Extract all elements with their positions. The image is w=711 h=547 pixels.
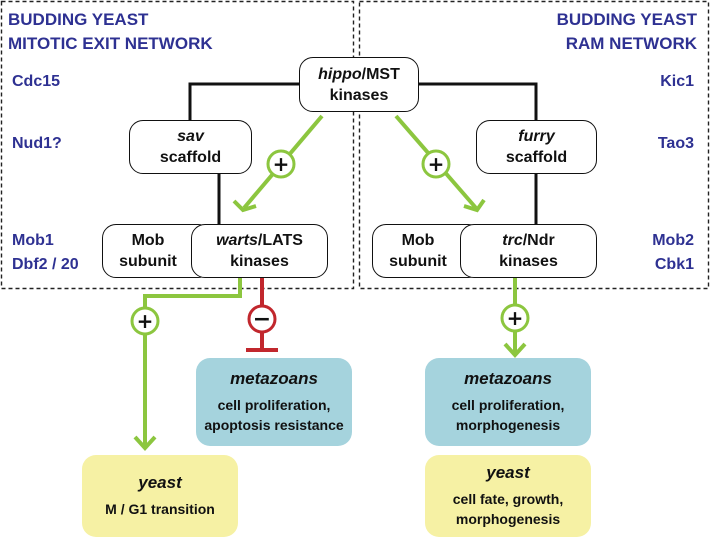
gene-mob1: Mob1 <box>12 232 54 249</box>
right-yeast-line2: morphogenesis <box>455 511 561 527</box>
gene-nud1: Nud1? <box>12 135 62 152</box>
line-hippo-to-furry <box>418 82 538 120</box>
minus-badge-warts-metazoans <box>247 304 277 334</box>
plus-badge-trc-metazoans <box>500 303 530 333</box>
plus-badge-hippo-warts <box>266 149 296 179</box>
right-network-title: BUDDING YEAST RAM NETWORK <box>557 8 697 56</box>
right-yeast-outcome: yeast cell fate, growth, morphogenesis <box>425 455 591 537</box>
plus-sign: + <box>273 152 290 176</box>
warts-label: warts <box>216 232 258 249</box>
right-network-title-line1: BUDDING YEAST <box>556 10 697 29</box>
minus-sign: − <box>253 307 271 332</box>
gene-mob2: Mob2 <box>652 232 694 249</box>
mst-label: /MST <box>361 65 400 83</box>
furry-label: furry <box>518 128 555 145</box>
gene-kic1: Kic1 <box>660 73 694 90</box>
trc-ndr-kinases-node: trc/Ndr kinases <box>460 224 597 278</box>
mob-right-subunit-label: subunit <box>389 253 447 270</box>
plus-sign: + <box>507 306 524 330</box>
hippo-mst-kinases-node: hippo/MST kinases <box>299 57 419 112</box>
sav-label: sav <box>177 128 204 145</box>
plus-badge-warts-yeast <box>130 306 160 336</box>
gene-dbf2-20: Dbf2 / 20 <box>12 256 79 273</box>
ndr-label: /Ndr <box>522 232 555 249</box>
left-network-title: BUDDING YEAST MITOTIC EXIT NETWORK <box>8 8 213 56</box>
left-metazoans-line1: cell proliferation, <box>217 397 331 413</box>
right-yeast-heading: yeast <box>486 463 530 482</box>
left-metazoans-outcome: metazoans cell proliferation, apoptosis … <box>196 358 352 446</box>
mob-left-label: Mob <box>131 232 165 249</box>
right-metazoans-line1: cell proliferation, <box>451 397 565 413</box>
plus-sign: + <box>137 309 154 333</box>
mob-left-subunit-label: subunit <box>119 253 177 270</box>
gene-cbk1: Cbk1 <box>654 256 694 273</box>
plus-badge-hippo-trc <box>421 149 451 179</box>
furry-scaffold-label: scaffold <box>505 149 568 166</box>
left-network-title-line2: MITOTIC EXIT NETWORK <box>8 34 213 53</box>
left-yeast-heading: yeast <box>138 473 182 492</box>
activation-arrowhead-trc-metazoans <box>503 342 527 358</box>
sav-scaffold-node: sav scaffold <box>129 120 252 174</box>
gene-tao3: Tao3 <box>657 135 694 152</box>
activation-arrowhead-warts-yeast <box>133 435 157 451</box>
right-metazoans-outcome: metazoans cell proliferation, morphogene… <box>425 358 591 446</box>
warts-kinases-label: kinases <box>230 253 289 270</box>
left-metazoans-line2: apoptosis resistance <box>204 417 344 433</box>
hippo-kinases-label: kinases <box>329 86 389 104</box>
hippo-label: hippo <box>318 65 362 83</box>
left-metazoans-heading: metazoans <box>230 369 318 388</box>
plus-sign: + <box>428 152 445 176</box>
right-yeast-line1: cell fate, growth, <box>452 491 564 507</box>
right-network-title-line2: RAM NETWORK <box>565 34 697 53</box>
activation-arrow-warts-yeast <box>143 277 242 446</box>
left-network-title-line1: BUDDING YEAST <box>8 10 149 29</box>
left-yeast-line1: M / G1 transition <box>105 501 215 517</box>
ram-network-frame <box>358 0 710 290</box>
warts-lats-kinases-node: warts/LATS kinases <box>191 224 328 278</box>
right-metazoans-line2: morphogenesis <box>455 417 561 433</box>
right-metazoans-heading: metazoans <box>464 369 552 388</box>
gene-cdc15: Cdc15 <box>12 73 61 90</box>
left-yeast-outcome: yeast M / G1 transition <box>82 455 238 537</box>
line-hippo-to-sav <box>188 82 300 120</box>
mob-right-label: Mob <box>401 232 435 249</box>
furry-scaffold-node: furry scaffold <box>476 120 597 174</box>
sav-scaffold-label: scaffold <box>159 149 222 166</box>
activation-arrowhead-hippo-trc <box>463 198 486 213</box>
trc-kinases-label: kinases <box>499 253 558 270</box>
trc-label: trc <box>502 232 523 249</box>
mitotic-exit-network-frame <box>0 0 355 290</box>
activation-arrowhead-hippo-warts <box>232 199 257 213</box>
lats-label: /LATS <box>257 232 303 249</box>
